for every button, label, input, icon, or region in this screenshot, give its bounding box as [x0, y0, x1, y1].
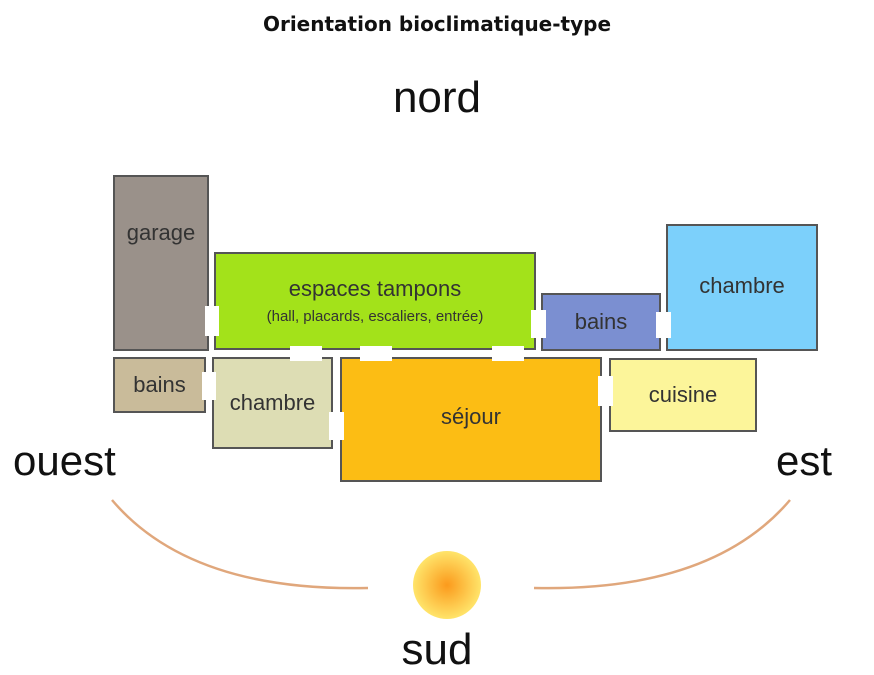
room-bedroom-west: chambre — [212, 357, 333, 449]
door-opening — [492, 346, 524, 361]
door-opening — [329, 412, 344, 440]
room-living: séjour — [340, 357, 602, 482]
room-bath-east-label: bains — [574, 308, 628, 334]
compass-south-label: sud — [401, 625, 473, 674]
compass-east-label: est — [776, 437, 833, 484]
door-opening — [531, 310, 546, 338]
room-garage: garage — [113, 175, 209, 351]
room-kitchen-label: cuisine — [648, 381, 718, 407]
room-bedroom-east-label: chambre — [699, 273, 785, 298]
room-bath-east: bains — [541, 293, 661, 351]
sun-path-arc-west — [111, 499, 369, 590]
room-living-label: séjour — [441, 404, 501, 429]
door-opening — [360, 346, 392, 361]
room-buffer-spaces-label: espaces tampons — [288, 276, 462, 302]
room-bedroom-west-label: chambre — [229, 389, 316, 415]
compass-west-label: ouest — [13, 437, 116, 484]
door-opening — [656, 312, 671, 338]
room-garage-label: garage — [126, 220, 196, 245]
room-bath-west-label: bains — [133, 371, 186, 397]
door-opening — [202, 372, 216, 400]
door-opening — [205, 306, 219, 336]
room-bedroom-east: chambre — [666, 224, 818, 351]
room-buffer-spaces-sublabel: (hall, placards, escaliers, entrée) — [266, 307, 484, 325]
sun-path-arc-east — [533, 499, 791, 590]
diagram-title: Orientation bioclimatique-type — [262, 12, 612, 36]
compass-north-label: nord — [392, 73, 482, 122]
sun-icon — [413, 551, 481, 619]
door-opening — [598, 376, 613, 406]
room-kitchen: cuisine — [609, 358, 757, 432]
door-opening — [290, 346, 322, 361]
